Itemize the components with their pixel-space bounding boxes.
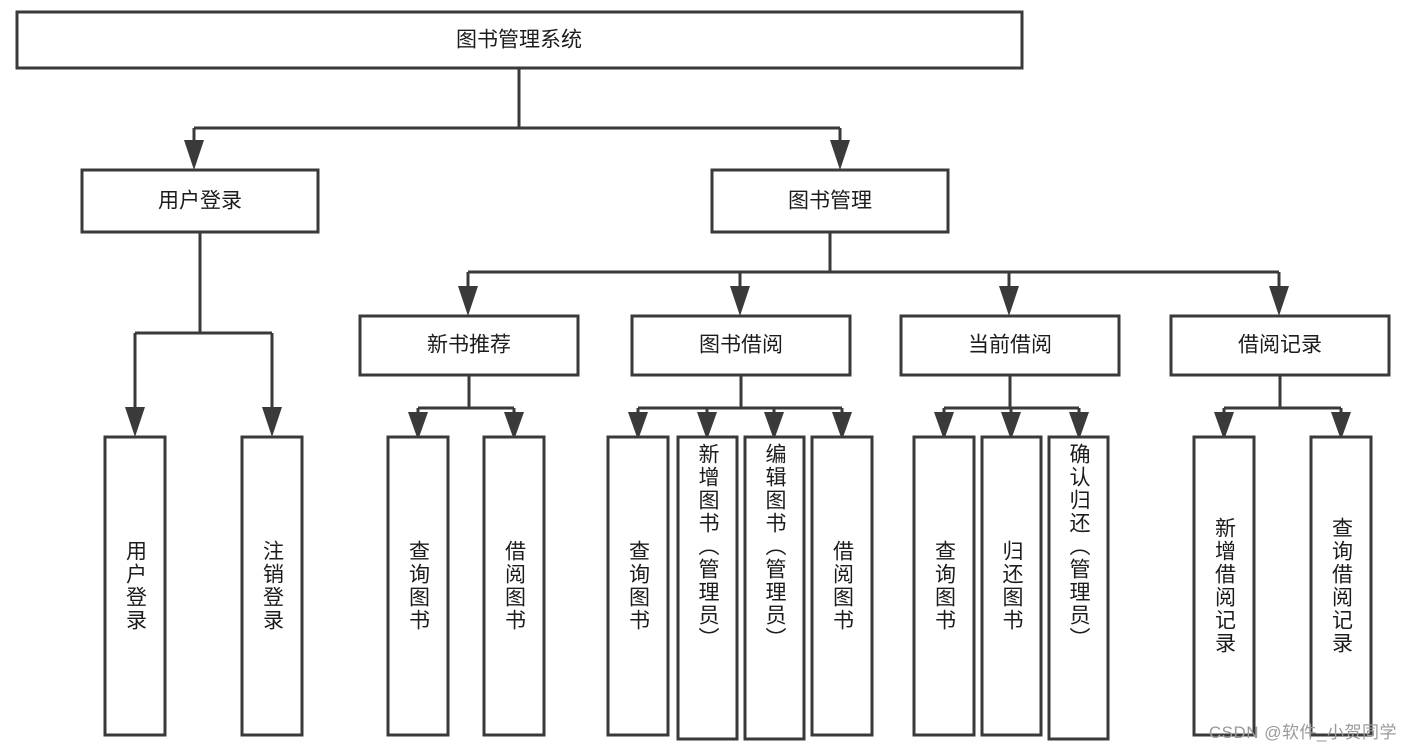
node-book-borrow-label: 图书借阅 bbox=[699, 334, 783, 357]
leaf-box-current-borrow-1[interactable] bbox=[912, 435, 976, 737]
node-borrow-record-box[interactable] bbox=[1169, 314, 1391, 377]
arrow-root-to-book-manage bbox=[830, 140, 850, 170]
node-book-manage-label: 图书管理 bbox=[788, 190, 872, 213]
leaf-box-user-login-2[interactable] bbox=[240, 435, 304, 737]
leaf-box-book-borrow-2[interactable] bbox=[676, 435, 739, 741]
arrow-book-borrow-to-leaf-4 bbox=[832, 412, 852, 440]
arrow-current-borrow-to-leaf-2 bbox=[1001, 412, 1021, 440]
leaf-box-book-borrow-1[interactable] bbox=[606, 435, 670, 737]
leaf-box-current-borrow-2[interactable] bbox=[980, 435, 1043, 737]
node-new-book-recommend-label: 新书推荐 bbox=[427, 334, 511, 357]
leaf-box-user-login-1[interactable] bbox=[103, 435, 167, 737]
leaf-box-book-borrow-3[interactable] bbox=[743, 435, 806, 741]
arrow-new-book-to-leaf-1 bbox=[408, 412, 428, 440]
node-root-label: 图书管理系统 bbox=[456, 29, 582, 52]
arrow-user-login-to-leaf-2 bbox=[262, 407, 282, 437]
arrow-book-borrow-to-leaf-2 bbox=[697, 412, 717, 440]
arrow-new-book-to-leaf-2 bbox=[504, 412, 524, 440]
arrow-book-manage-to-new-book bbox=[458, 286, 478, 316]
leaf-box-borrow-record-2[interactable] bbox=[1309, 435, 1373, 737]
arrow-user-login-to-leaf-1 bbox=[125, 407, 145, 437]
node-new-book-recommend-box[interactable] bbox=[358, 314, 580, 377]
leaf-box-new-book-1[interactable] bbox=[386, 435, 450, 737]
arrow-borrow-record-to-leaf-2 bbox=[1331, 412, 1351, 440]
arrow-root-to-user-login bbox=[184, 140, 204, 170]
arrow-current-borrow-to-leaf-3 bbox=[1069, 412, 1089, 440]
node-current-borrow-label: 当前借阅 bbox=[968, 334, 1052, 357]
csdn-watermark: CSDN @软件_小贺同学 bbox=[1208, 723, 1397, 742]
arrow-book-borrow-to-leaf-3 bbox=[764, 412, 784, 440]
leaf-box-new-book-2[interactable] bbox=[482, 435, 546, 737]
leaf-box-book-borrow-4[interactable] bbox=[810, 435, 874, 737]
node-borrow-record-label: 借阅记录 bbox=[1238, 334, 1322, 357]
leaf-box-current-borrow-3[interactable] bbox=[1047, 435, 1110, 741]
arrow-book-manage-to-book-borrow bbox=[730, 286, 750, 316]
arrow-borrow-record-to-leaf-1 bbox=[1214, 412, 1234, 440]
node-current-borrow-box[interactable] bbox=[899, 314, 1121, 377]
node-book-manage-box[interactable] bbox=[710, 168, 950, 234]
arrow-book-manage-to-current-borrow bbox=[999, 286, 1019, 316]
arrow-book-borrow-to-leaf-1 bbox=[628, 412, 648, 440]
node-user-login-label: 用户登录 bbox=[158, 190, 242, 213]
leaf-box-borrow-record-1[interactable] bbox=[1192, 435, 1256, 737]
node-root-box[interactable] bbox=[15, 10, 1024, 70]
node-book-borrow-box[interactable] bbox=[630, 314, 852, 377]
arrow-book-manage-to-borrow-record bbox=[1269, 286, 1289, 316]
arrow-current-borrow-to-leaf-1 bbox=[934, 412, 954, 440]
